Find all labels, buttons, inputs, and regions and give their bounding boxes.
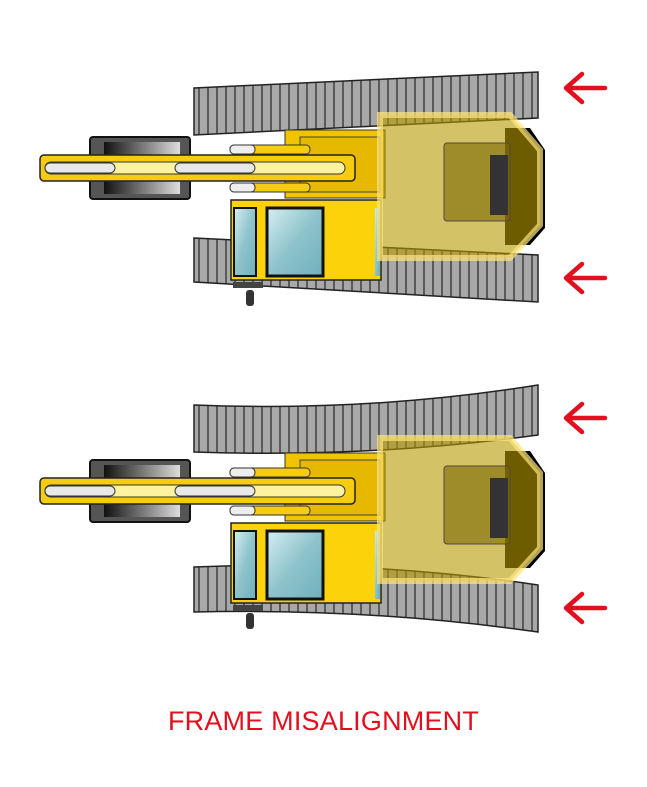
panel-skewed-tracks: [40, 71, 605, 306]
arrow-left-icon: [566, 594, 605, 622]
arrow-left-icon: [566, 74, 605, 102]
arrow-left-icon: [566, 264, 605, 292]
caption: FRAME MISALIGNMENT: [167, 706, 480, 736]
arrow-left-icon: [566, 404, 605, 432]
panel-bent-tracks: [40, 384, 605, 633]
